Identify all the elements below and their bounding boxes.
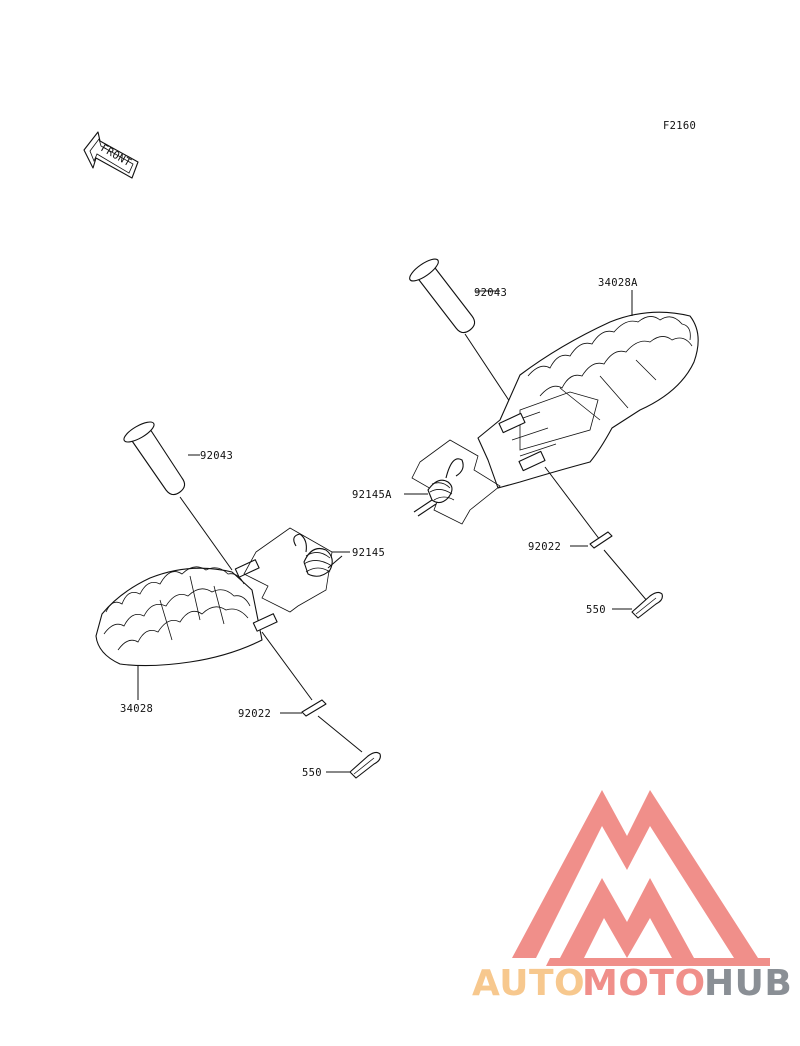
right-peg-label: 34028A — [598, 277, 638, 289]
right-footpeg-assembly: 92043 34028A 92145A — [352, 258, 699, 619]
logo-text-moto: MOTO — [582, 963, 706, 1004]
left-cotter-label: 550 — [302, 767, 322, 779]
right-footpeg — [477, 311, 699, 489]
right-spring-label: 92145A — [352, 489, 392, 501]
right-cotter-pin — [631, 591, 663, 619]
left-pin-label: 92043 — [200, 450, 233, 462]
right-spring — [413, 458, 464, 517]
left-washer — [301, 699, 327, 717]
logo-triangle-icon — [512, 790, 770, 966]
automotohub-logo: AUTO MOTO HUB — [472, 790, 792, 1004]
logo-text-hub: HUB — [704, 963, 792, 1004]
right-washer-label: 92022 — [528, 541, 561, 553]
right-pin-label: 92043 — [474, 287, 507, 299]
left-footpeg-assembly: 92043 34028 92145 92022 — [95, 421, 385, 779]
right-pivot-pin — [409, 258, 476, 334]
left-peg-label: 34028 — [120, 703, 153, 715]
left-cotter-pin — [349, 751, 381, 779]
right-cotter-label: 550 — [586, 604, 606, 616]
left-spring-label: 92145 — [352, 547, 385, 559]
left-spring — [293, 533, 343, 577]
left-footpeg — [95, 559, 278, 667]
left-washer-label: 92022 — [238, 708, 271, 720]
right-washer — [589, 531, 613, 549]
left-pivot-pin — [123, 421, 186, 496]
logo-text-auto: AUTO — [472, 963, 585, 1004]
front-arrow-icon: FRONT — [83, 131, 139, 179]
figure-code: F2160 — [663, 120, 696, 132]
